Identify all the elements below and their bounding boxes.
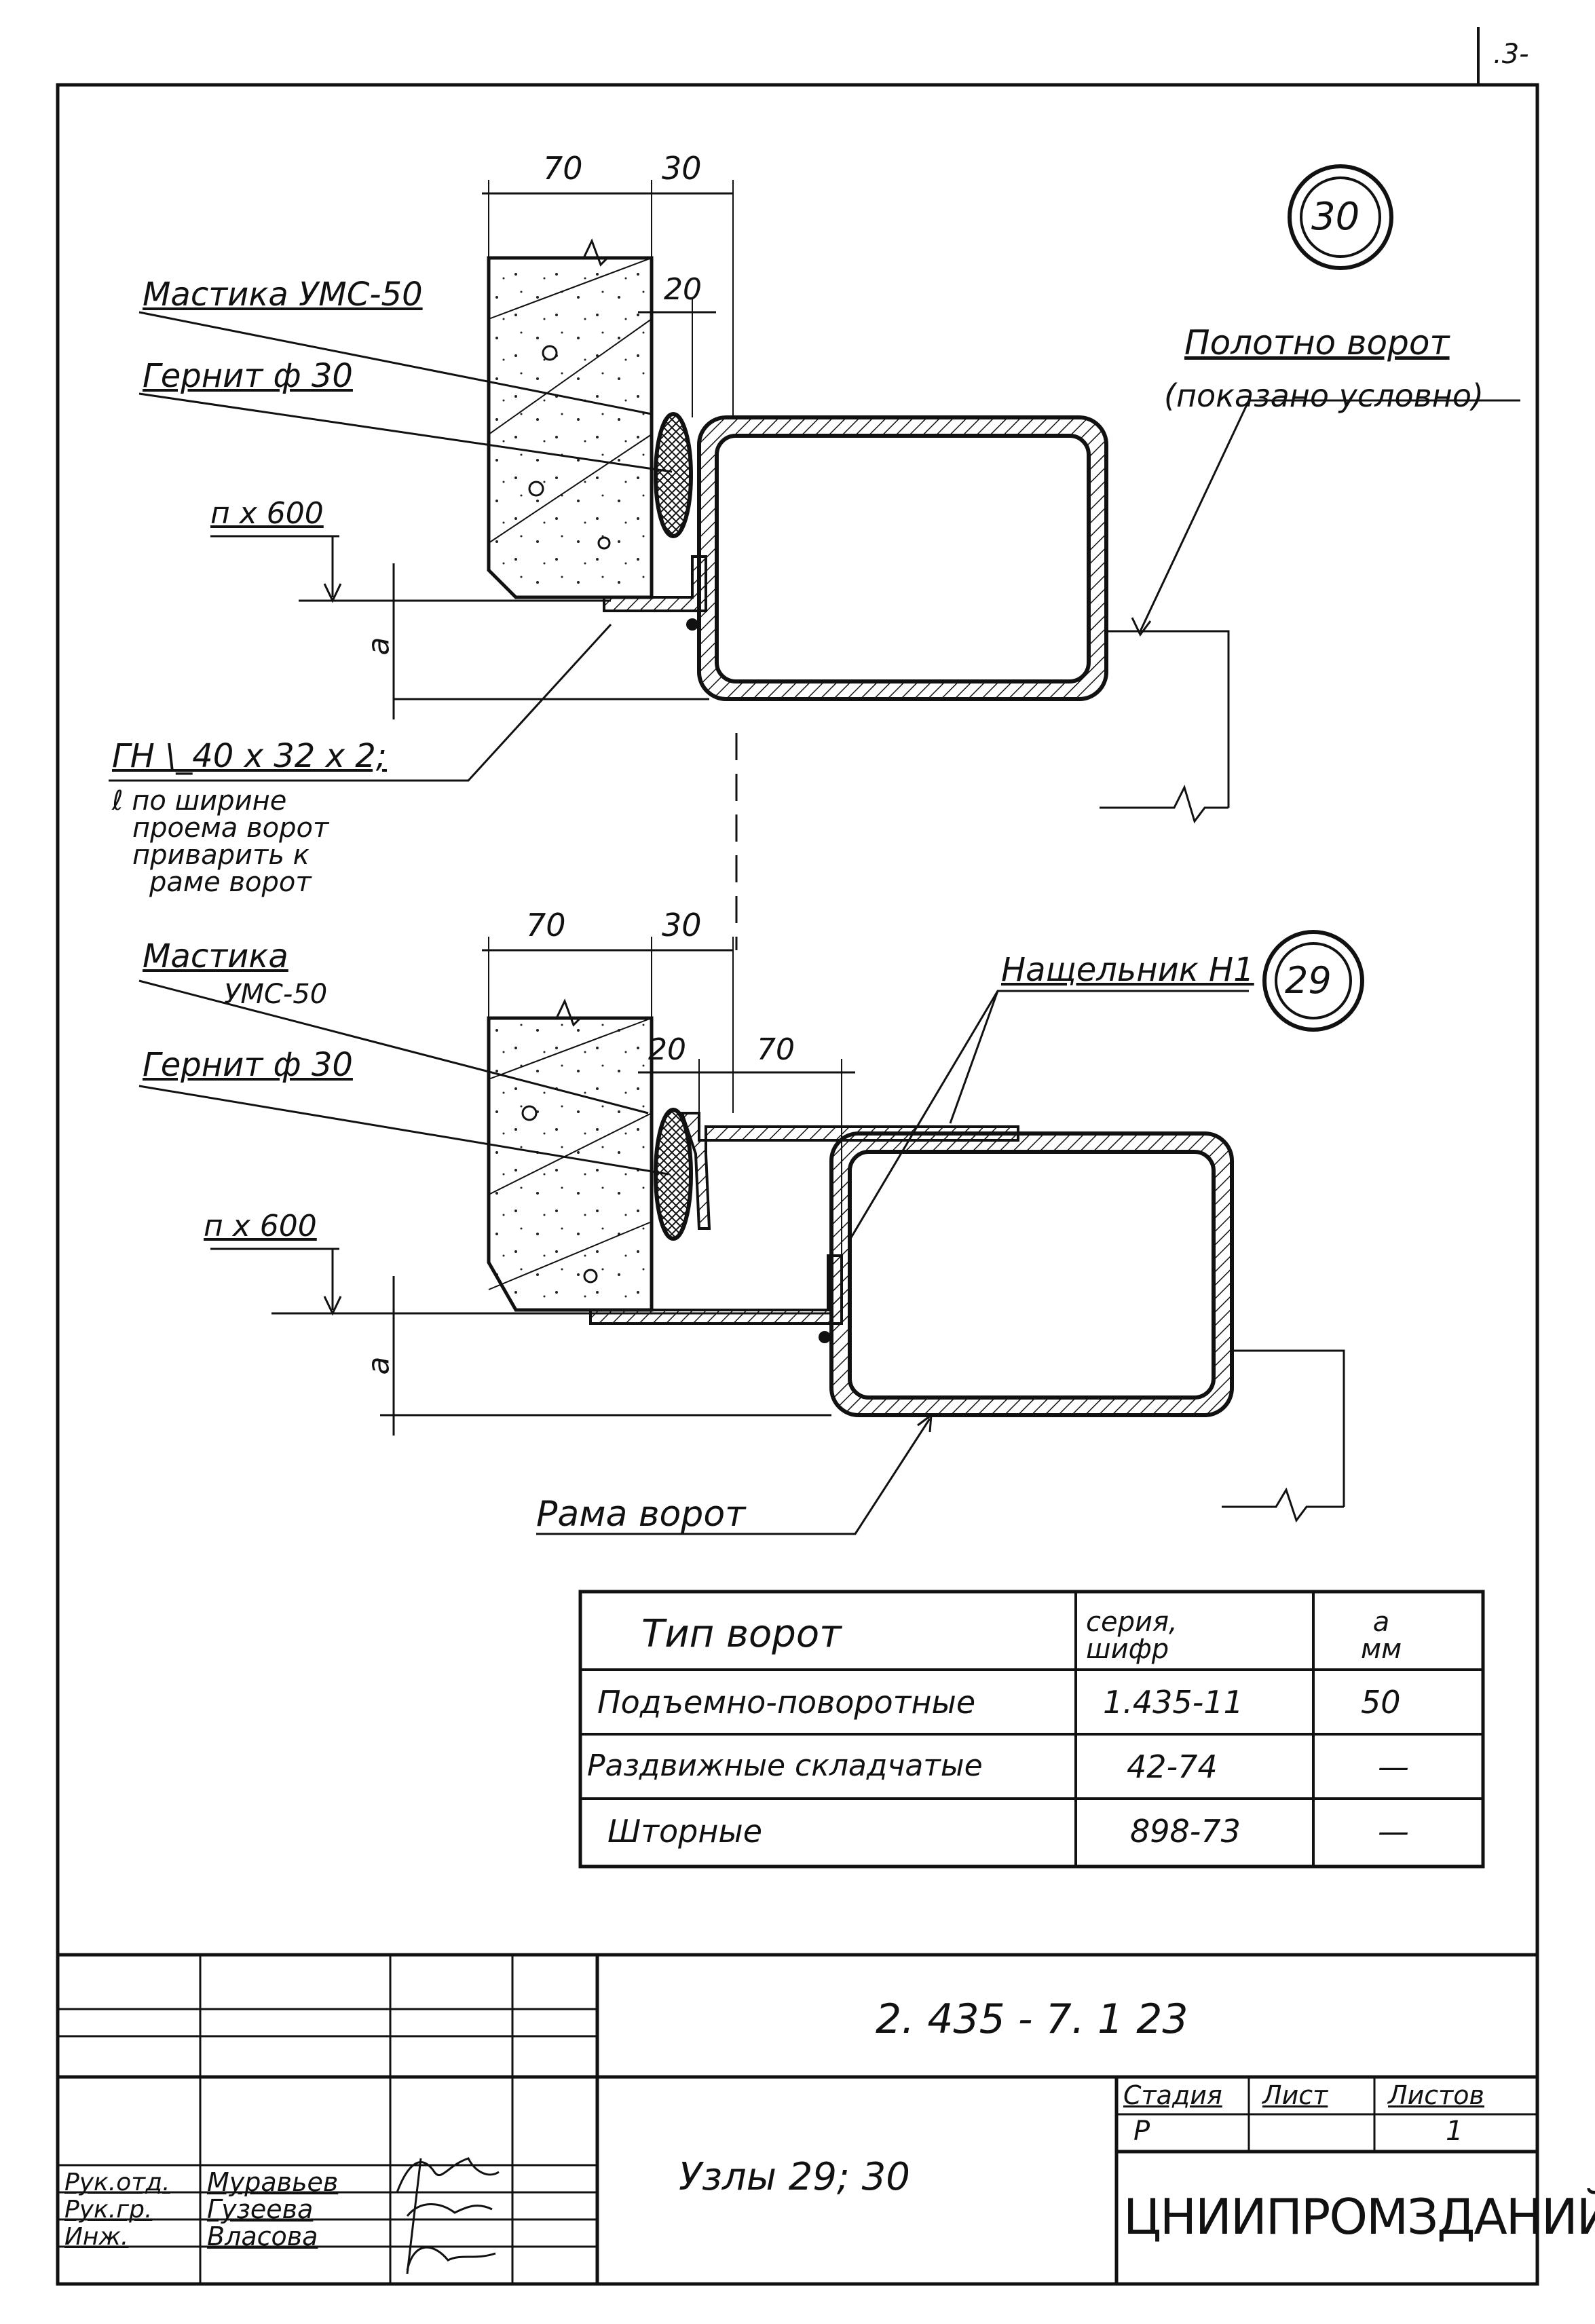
node29-gernit-label: Гернит ф 30	[143, 1046, 353, 1084]
title-block-name-3: Власова	[207, 2222, 318, 2251]
node30-angle-bracket	[603, 555, 707, 612]
node29-dim-30: 30	[662, 907, 702, 943]
title-block-doc-code: 2. 435 - 7. 1 23	[876, 1995, 1188, 2043]
spec-table-row-3-series: 898-73	[1130, 1813, 1241, 1850]
node30-drawing	[109, 180, 1520, 950]
node30-dim-20: 20	[664, 272, 702, 307]
node29-badge-label: 29	[1285, 959, 1332, 1002]
node30-gate-leaf-label: Полотно ворот	[1184, 323, 1450, 362]
node30-angle-note-2: проема ворот	[132, 812, 329, 844]
node29-wall	[487, 1016, 654, 1312]
node30-gernit-label: Гернит ф 30	[143, 357, 353, 395]
node30-gernit-cord	[654, 412, 693, 538]
spec-table-row-3-type: Шторные	[607, 1813, 763, 1850]
node29-mastic-label-2: УМС-50	[224, 979, 328, 1010]
node29-a-label: а	[361, 1356, 396, 1375]
title-block-role-1: Рук.отд.	[64, 2169, 170, 2196]
spec-table-row-3-a: —	[1378, 1813, 1409, 1850]
spec-table-row-2-type: Раздвижные складчатые	[587, 1748, 983, 1783]
node29-drawing	[138, 937, 1345, 1535]
node30-pitch-label: п х 600	[210, 496, 324, 531]
spec-table-row-2-series: 42-74	[1127, 1748, 1218, 1785]
title-block-name-1: Муравьев	[207, 2167, 339, 2197]
node30-badge	[1288, 164, 1393, 270]
title-block-stage-value: Р	[1133, 2116, 1150, 2147]
node30-angle-note-3: приварить к	[132, 840, 309, 871]
spec-table-row-1-type: Подъемно-поворотные	[597, 1684, 976, 1721]
node29-nashchelnik-label: Нащельник Н1	[1001, 951, 1254, 989]
node29-mastic-label: Мастика	[143, 937, 288, 975]
node29-pitch-label: п х 600	[204, 1209, 317, 1243]
title-block-grid	[58, 1953, 1537, 2284]
node29-dim-20: 20	[648, 1032, 686, 1067]
spec-table-header-series: серия, шифр	[1086, 1607, 1178, 1665]
title-block-organization: ЦНИИПРОМЗДАНИЙ	[1123, 2188, 1595, 2245]
title-block-title: Узлы 29; 30	[679, 2155, 910, 2199]
node29-badge	[1262, 930, 1364, 1032]
node30-mastic-label: Мастика УМС-50	[143, 276, 423, 314]
title-block-stage-header: Стадия	[1123, 2080, 1222, 2110]
node30-angle-note-1: ℓ по ширине	[112, 785, 287, 817]
node29-gernit-cord	[654, 1108, 693, 1241]
corner-mark: .3-	[1493, 39, 1529, 70]
spec-table-header-type: Тип ворот	[641, 1612, 842, 1656]
node30-dim-70: 70	[543, 150, 583, 187]
node30-a-label: а	[361, 637, 396, 656]
title-block-role-3: Инж.	[64, 2223, 129, 2251]
node30-badge-label: 30	[1311, 195, 1360, 239]
title-block-sheet-header: Лист	[1262, 2080, 1328, 2110]
spec-table-header-a: а мм	[1360, 1607, 1402, 1665]
sheet-frame	[56, 27, 1539, 2286]
title-block-role-2: Рук.гр.	[64, 2196, 153, 2224]
node29-dim-70: 70	[526, 907, 566, 943]
node30-angle-note-4: раме ворот	[149, 867, 312, 898]
node30-wall	[487, 256, 654, 599]
node29-frame-label: Рама ворот	[536, 1494, 746, 1535]
node30-dim-30: 30	[662, 150, 702, 187]
node30-angle-label: ГН \_40 х 32 х 2;	[112, 737, 387, 775]
spec-table-row-2-a: —	[1378, 1748, 1409, 1785]
title-block-name-2: Гузеева	[207, 2194, 314, 2224]
spec-table-grid	[578, 1590, 1485, 1869]
node29-dim-70b: 70	[757, 1032, 795, 1067]
signatures	[396, 2157, 500, 2274]
title-block-sheets-header: Листов	[1388, 2080, 1484, 2110]
node30-gate-leaf-note: (показано условно)	[1164, 377, 1484, 414]
title-block-sheets-value: 1	[1446, 2116, 1463, 2147]
spec-table-row-1-series: 1.435-11	[1103, 1684, 1243, 1721]
spec-table-row-1-a: 50	[1361, 1684, 1401, 1721]
